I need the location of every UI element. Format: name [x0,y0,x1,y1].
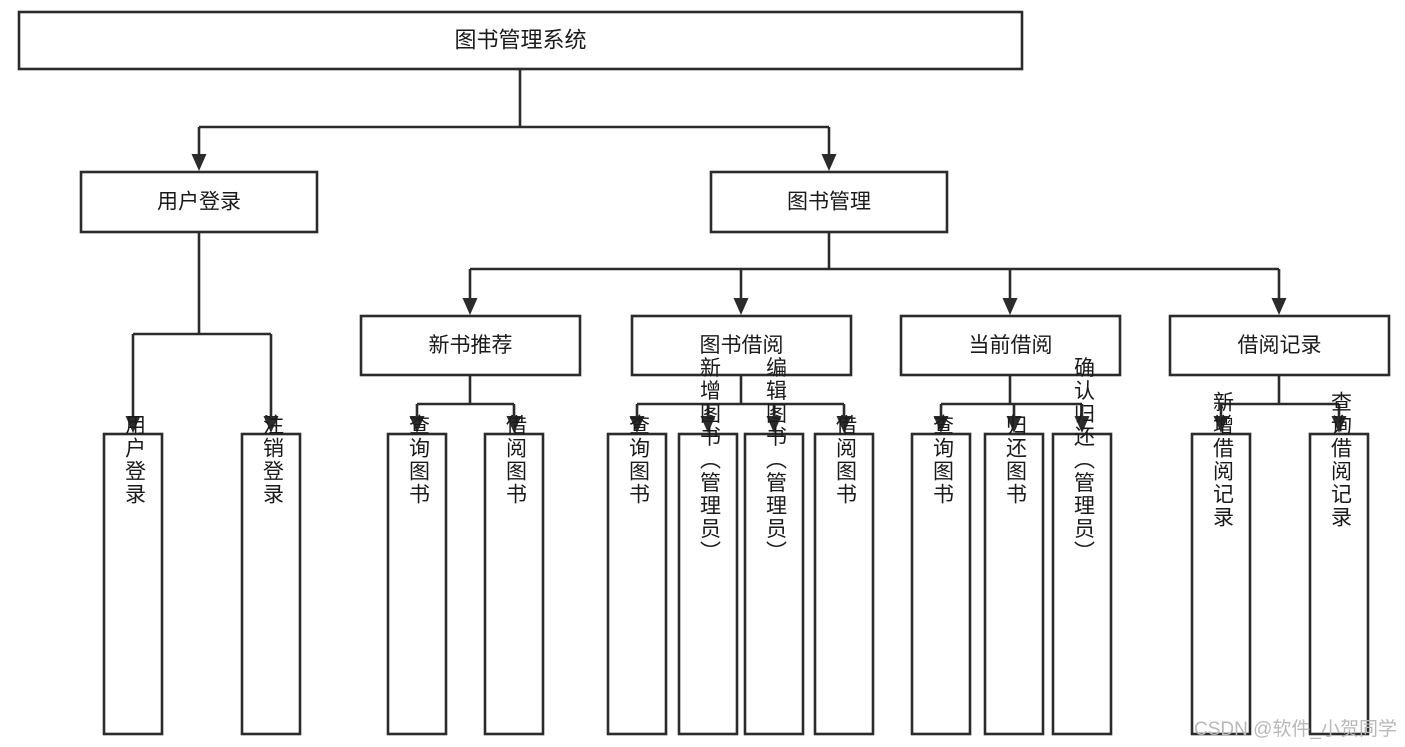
arrow-head-icon [821,154,837,171]
node-label: 图书管理 [787,191,871,214]
connector-root-to-level2 [197,69,831,155]
node-box [743,432,805,736]
arrow-head-icon [263,416,279,433]
arrow-head-icon [1002,298,1018,315]
node-new-book-recommend[interactable]: 新书推荐 [359,314,582,377]
connector-book-borrow-to-leaves [635,375,846,417]
node-user-login[interactable]: 用户登录 [79,170,319,234]
node-box [483,432,545,736]
arrow-head-icon [933,416,949,433]
connector-borrow-record-to-leaves [1219,375,1341,417]
node-leaf-borrow-book-2[interactable]: 借阅图书 [813,414,875,736]
node-label: 图书借阅 [700,334,784,357]
node-leaf-user-login[interactable]: 用户登录 [102,414,164,736]
node-box [910,432,972,736]
node-leaf-edit-book-admin[interactable]: 编辑图书（管理员） [743,357,805,736]
arrow-head-icon [506,416,522,433]
node-book-borrow[interactable]: 图书借阅 [630,314,853,377]
node-label: 注销登录 [260,414,284,506]
node-label: 新增借阅记录 [1210,391,1234,529]
node-box [813,432,875,736]
arrow-head-icon [700,416,716,433]
connector-new-book-to-leaves [415,375,516,417]
arrow-head-icon [1006,416,1022,433]
node-label: 查询图书 [626,414,650,506]
node-box [1051,432,1113,736]
node-label: 借阅记录 [1238,334,1322,357]
node-box [1168,314,1391,377]
node-leaf-query-book-2[interactable]: 查询图书 [606,414,668,736]
node-box [102,432,164,736]
connector-current-borrow-to-leaves [939,375,1084,417]
node-box [1308,432,1370,736]
node-leaf-query-book-1[interactable]: 查询图书 [386,414,448,736]
arrow-head-icon [1213,416,1229,433]
node-label: 查询图书 [930,414,954,506]
csdn-watermark: CSDN @软件_小贺同学 [1194,719,1397,740]
nodes-layer: 图书管理系统用户登录图书管理新书推荐图书借阅当前借阅借阅记录用户登录注销登录查询… [17,10,1391,736]
node-label: 新增图书（管理员） [697,357,721,564]
node-box [359,314,582,377]
connector-user-login-to-leaves [131,232,273,417]
arrow-head-icon [629,416,645,433]
node-label: 用户登录 [122,414,146,506]
node-box [630,314,853,377]
node-box [606,432,668,736]
node-label: 查询图书 [406,414,430,506]
node-leaf-add-book-admin[interactable]: 新增图书（管理员） [677,357,739,736]
arrow-head-icon [766,416,782,433]
connector-book-manage-to-level3 [468,232,1281,299]
arrow-head-icon [125,416,141,433]
arrow-head-icon [1271,298,1287,315]
node-label: 借阅图书 [833,414,857,506]
node-leaf-query-book-3[interactable]: 查询图书 [910,414,972,736]
arrow-head-icon [191,154,207,171]
node-box [17,10,1024,71]
arrow-head-icon [1331,416,1347,433]
node-label: 当前借阅 [969,334,1053,357]
arrow-head-icon [409,416,425,433]
node-box [1190,432,1252,736]
node-label: 用户登录 [157,191,241,214]
node-label: 归还图书 [1003,414,1027,506]
node-box [983,432,1045,736]
node-label: 新书推荐 [429,334,513,357]
node-book-manage[interactable]: 图书管理 [709,170,949,234]
node-leaf-return-book[interactable]: 归还图书 [983,414,1045,736]
arrow-head-icon [462,298,478,315]
node-leaf-query-borrow-record[interactable]: 查询借阅记录 [1308,391,1370,736]
node-label: 编辑图书（管理员） [763,357,787,564]
node-root[interactable]: 图书管理系统 [17,10,1024,71]
node-current-borrow[interactable]: 当前借阅 [899,314,1122,377]
node-label: 确认归还（管理员） [1071,357,1095,564]
node-leaf-add-borrow-record[interactable]: 新增借阅记录 [1190,391,1252,736]
node-label: 查询借阅记录 [1328,391,1352,529]
node-leaf-logout-login[interactable]: 注销登录 [240,414,302,736]
node-box [709,170,949,234]
node-leaf-confirm-return-admin[interactable]: 确认归还（管理员） [1051,357,1113,736]
node-box [240,432,302,736]
node-borrow-record[interactable]: 借阅记录 [1168,314,1391,377]
node-label: 借阅图书 [503,414,527,506]
node-label: 图书管理系统 [454,27,586,52]
node-box [79,170,319,234]
node-box [899,314,1122,377]
node-leaf-borrow-book-1[interactable]: 借阅图书 [483,414,545,736]
arrow-head-icon [1074,416,1090,433]
node-box [386,432,448,736]
arrow-head-icon [733,298,749,315]
node-box [677,432,739,736]
connectors-layer [125,69,1347,433]
arrow-head-icon [836,416,852,433]
